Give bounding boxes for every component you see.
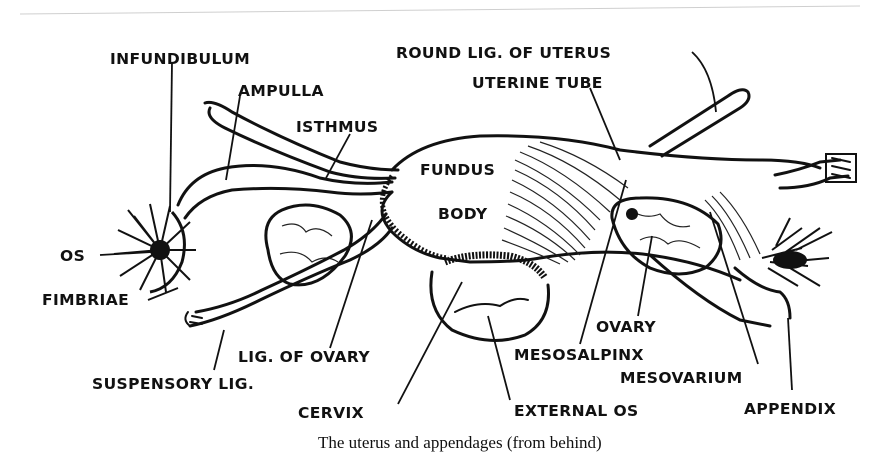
right-ovary-shape bbox=[612, 198, 721, 274]
label-suspensory-lig: SUSPENSORY LIG. bbox=[92, 375, 254, 393]
label-ovary: OVARY bbox=[596, 318, 656, 336]
label-uterine-tube: UTERINE TUBE bbox=[472, 74, 603, 92]
external-os-slit bbox=[455, 299, 528, 312]
leader-lines bbox=[100, 52, 792, 404]
label-isthmus: ISTHMUS bbox=[296, 118, 378, 136]
scan-edge bbox=[20, 6, 860, 14]
figure-caption: The uterus and appendages (from behind) bbox=[318, 433, 602, 452]
label-fundus: FUNDUS bbox=[420, 161, 495, 179]
round-ligament-shape bbox=[650, 90, 749, 156]
label-cervix: CERVIX bbox=[298, 404, 364, 422]
label-os: OS bbox=[60, 247, 85, 265]
label-infundibulum: INFUNDIBULUM bbox=[110, 50, 250, 68]
left-ovary-shape bbox=[266, 205, 352, 285]
label-mesovarium: MESOVARIUM bbox=[620, 369, 743, 387]
label-round-ligament: ROUND LIG. OF UTERUS bbox=[396, 44, 611, 62]
label-mesosalpinx: MESOSALPINX bbox=[514, 346, 644, 364]
label-fimbriae: FIMBRIAE bbox=[42, 291, 129, 309]
label-appendix: APPENDIX bbox=[744, 400, 836, 418]
left-fimbriae bbox=[114, 204, 196, 292]
label-lig-of-ovary: LIG. OF OVARY bbox=[238, 348, 370, 366]
label-external-os: EXTERNAL OS bbox=[514, 402, 639, 420]
label-body: BODY bbox=[438, 205, 488, 223]
label-ampulla: AMPULLA bbox=[238, 82, 324, 100]
right-fimbriae bbox=[762, 218, 832, 286]
